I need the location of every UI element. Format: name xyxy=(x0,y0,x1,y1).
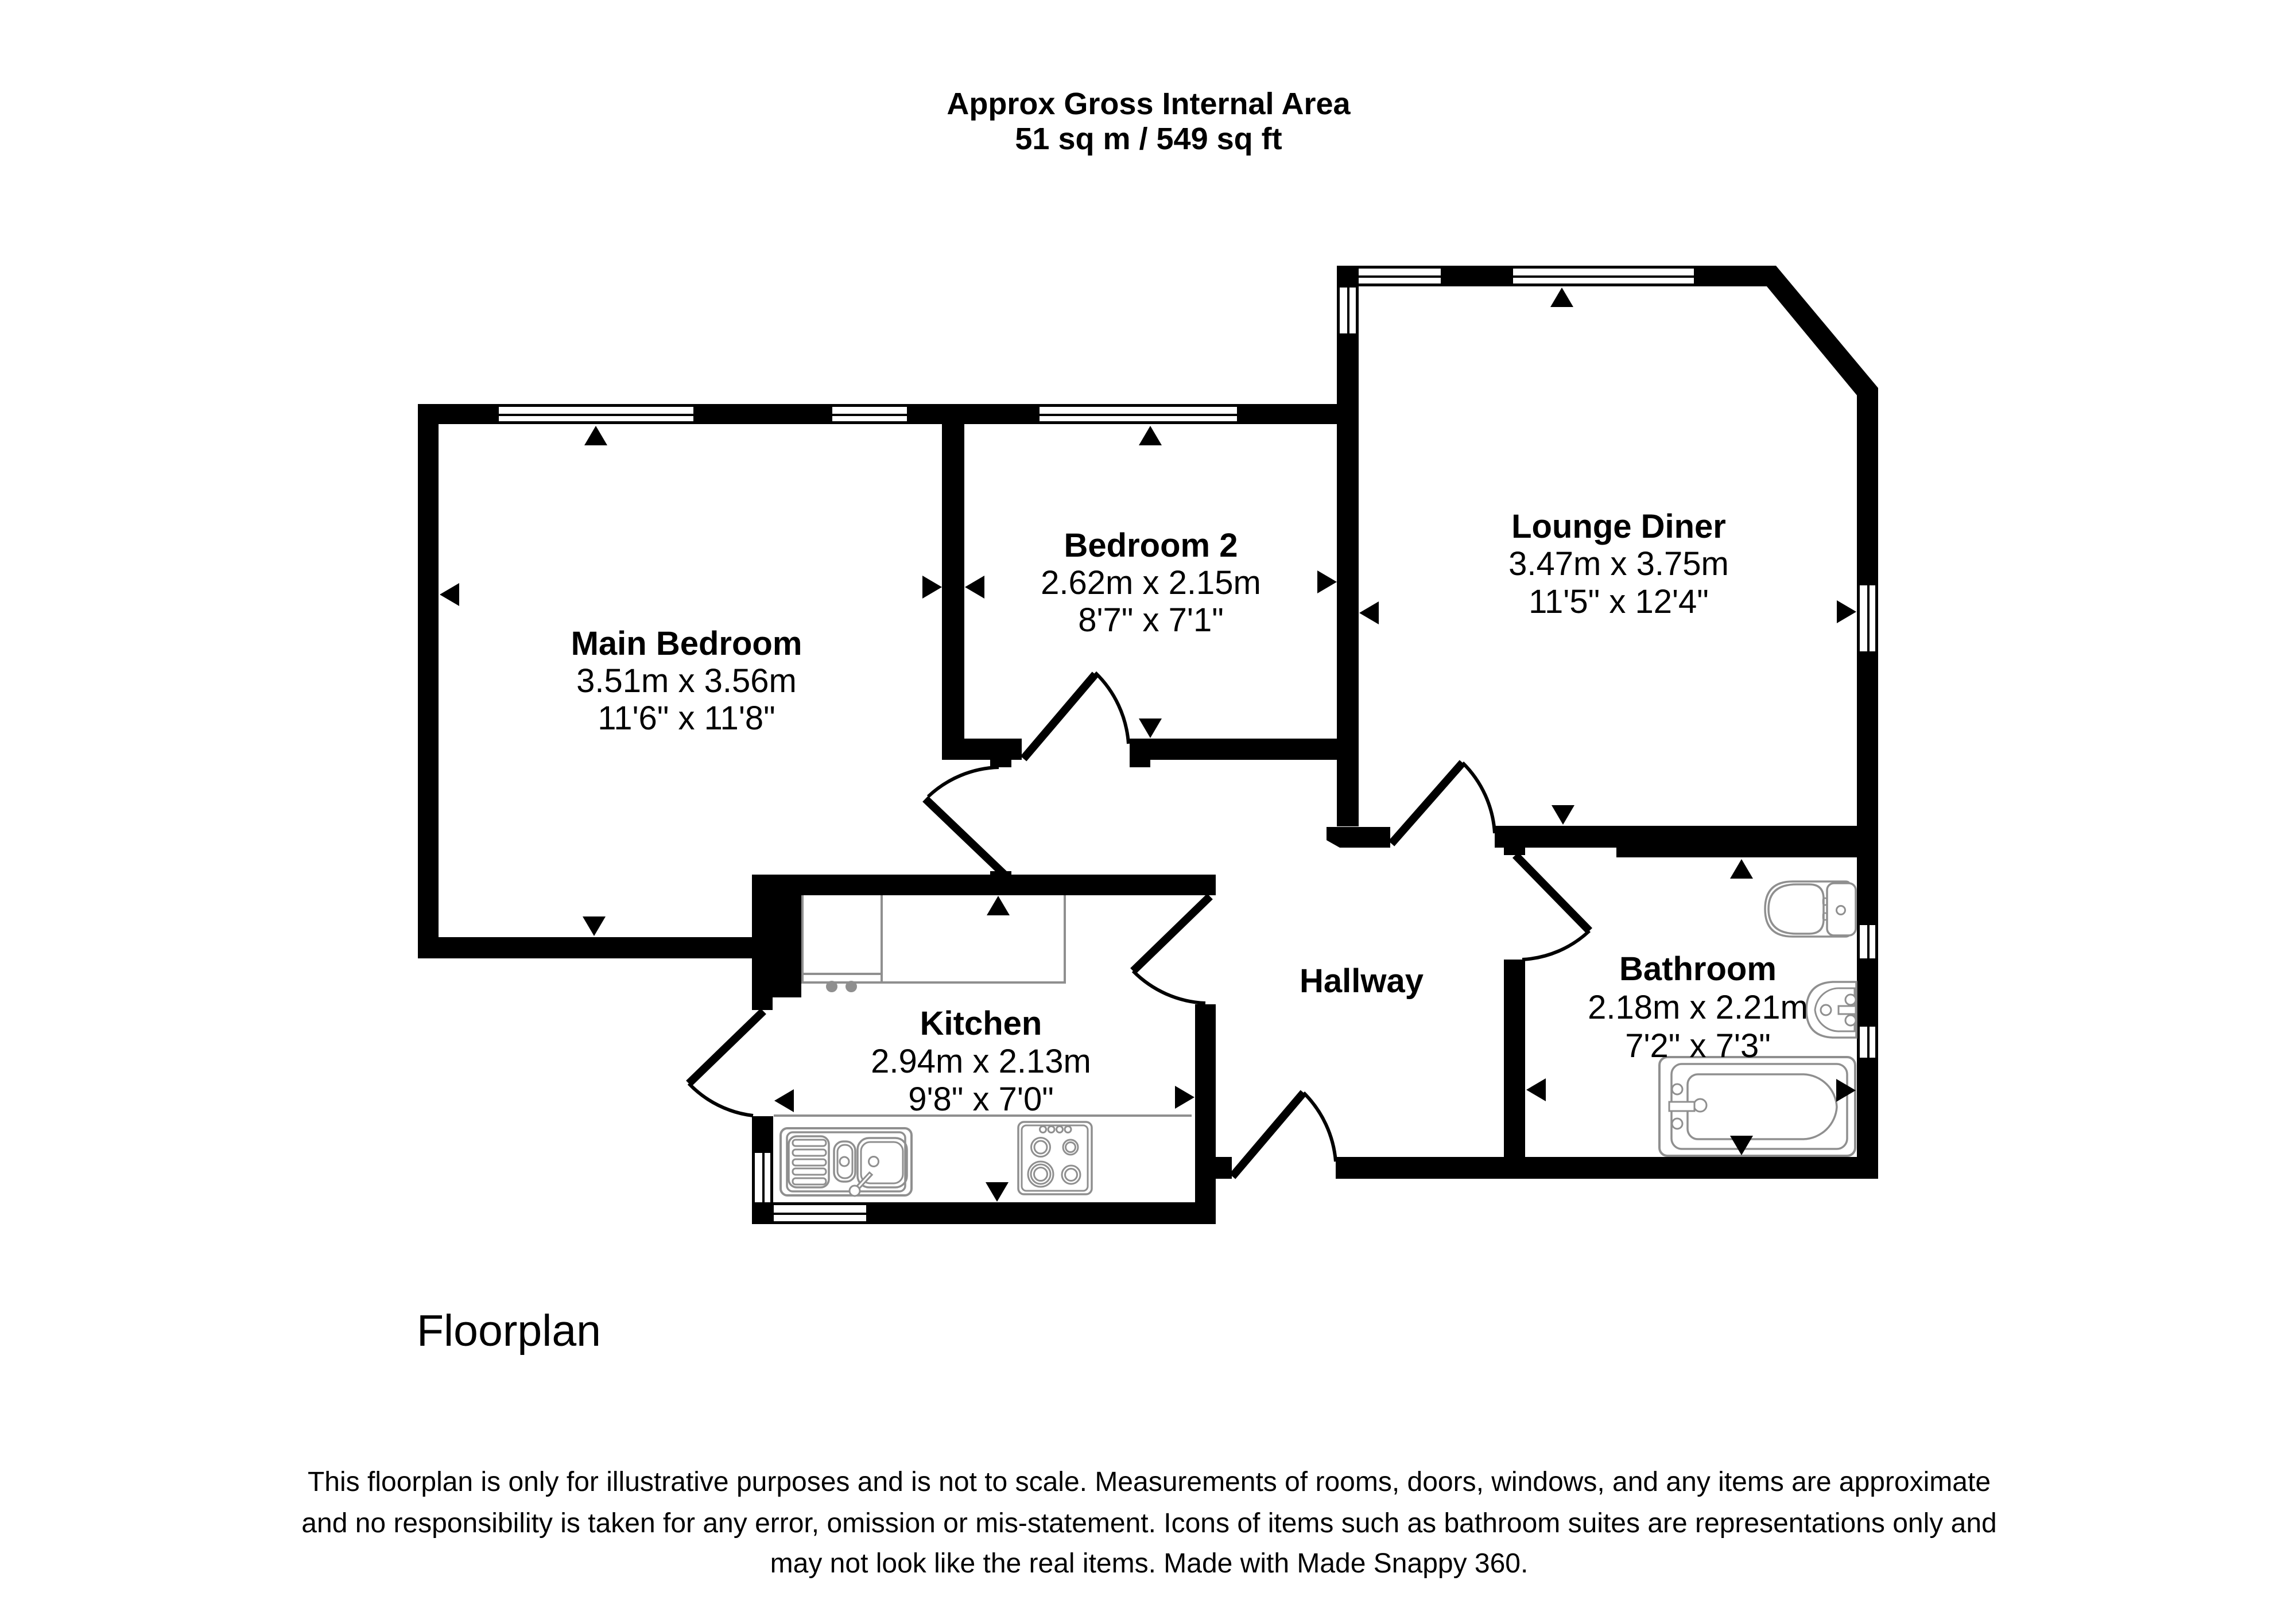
svg-text:This floorplan is only for ill: This floorplan is only for illustrative … xyxy=(308,1467,1991,1497)
svg-text:9'8" x 7'0": 9'8" x 7'0" xyxy=(908,1081,1054,1118)
svg-text:Main Bedroom: Main Bedroom xyxy=(571,625,802,662)
svg-text:2.18m x 2.21m: 2.18m x 2.21m xyxy=(1588,989,1808,1026)
svg-text:Hallway: Hallway xyxy=(1300,962,1424,1000)
svg-text:Bathroom: Bathroom xyxy=(1619,950,1777,988)
svg-text:Lounge Diner: Lounge Diner xyxy=(1511,508,1726,545)
svg-text:11'6" x 11'8": 11'6" x 11'8" xyxy=(598,700,775,737)
svg-text:Bedroom 2: Bedroom 2 xyxy=(1064,527,1238,564)
svg-text:Floorplan: Floorplan xyxy=(417,1306,601,1356)
svg-text:8'7" x 7'1": 8'7" x 7'1" xyxy=(1078,601,1224,639)
svg-text:51 sq m / 549 sq ft: 51 sq m / 549 sq ft xyxy=(1015,122,1282,156)
svg-text:3.51m x 3.56m: 3.51m x 3.56m xyxy=(576,662,797,700)
svg-text:7'2" x 7'3": 7'2" x 7'3" xyxy=(1625,1027,1771,1065)
svg-text:and no responsibility is taken: and no responsibility is taken for any e… xyxy=(301,1508,1996,1539)
svg-text:2.94m x 2.13m: 2.94m x 2.13m xyxy=(871,1043,1091,1080)
svg-text:2.62m x 2.15m: 2.62m x 2.15m xyxy=(1041,564,1261,601)
svg-text:Approx Gross Internal Area: Approx Gross Internal Area xyxy=(947,87,1351,121)
svg-text:Kitchen: Kitchen xyxy=(920,1005,1042,1042)
svg-text:may not look like the real ite: may not look like the real items. Made w… xyxy=(770,1548,1529,1579)
svg-text:11'5" x 12'4": 11'5" x 12'4" xyxy=(1529,583,1709,620)
svg-text:3.47m x 3.75m: 3.47m x 3.75m xyxy=(1508,545,1729,582)
